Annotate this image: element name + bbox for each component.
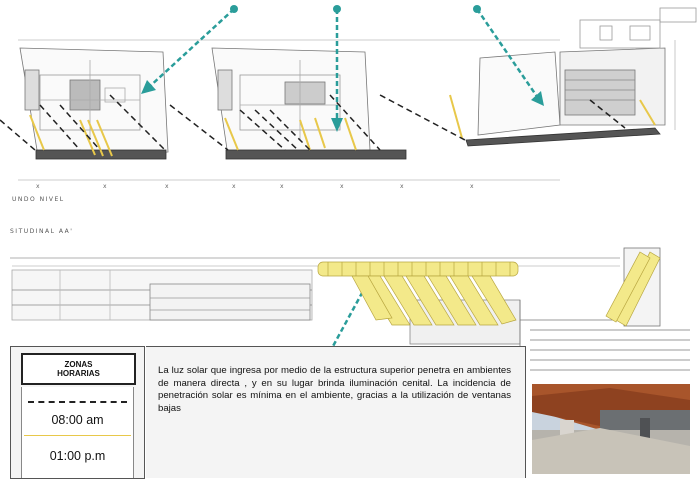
svg-text:x: x (232, 183, 236, 190)
axis-markers: x x x x x x x x (36, 183, 474, 190)
section-view (10, 247, 690, 371)
svg-text:x: x (165, 183, 169, 190)
time-slot-morning: 08:00 am (51, 413, 104, 427)
plan-views (18, 7, 697, 181)
sun-rays-plan (29, 94, 656, 157)
svg-text:x: x (36, 183, 40, 190)
section-label: SITUDINAL AA' (10, 228, 74, 235)
dashed-divider (28, 401, 127, 403)
svg-text:x: x (280, 183, 284, 190)
roof-structure (317, 251, 661, 327)
description-panel: La luz solar que ingresa por medio de la… (146, 346, 526, 478)
plan-view-2 (211, 47, 407, 160)
plan-view-1 (19, 47, 169, 160)
plan-level-label: UNDO NIVEL (12, 196, 65, 203)
svg-text:x: x (103, 183, 107, 190)
shadow-lines-plan (0, 94, 626, 151)
yellow-divider (24, 435, 131, 436)
plan-view-3 (465, 7, 697, 147)
building-photo (532, 384, 690, 474)
svg-text:x: x (470, 183, 474, 190)
roof-ribs (327, 262, 511, 276)
time-zones-header: ZONAS HORARIAS (21, 353, 136, 385)
time-zones-list: 08:00 am 01:00 p.m (21, 387, 134, 478)
photo-drawing (532, 384, 690, 474)
time-slot-noon: 01:00 p.m (49, 449, 106, 463)
svg-text:x: x (340, 183, 344, 190)
svg-text:x: x (400, 183, 404, 190)
description-text: La luz solar que ingresa por medio de la… (158, 365, 511, 414)
time-zones-panel: ZONAS HORARIAS 08:00 am 01:00 p.m (10, 346, 145, 479)
